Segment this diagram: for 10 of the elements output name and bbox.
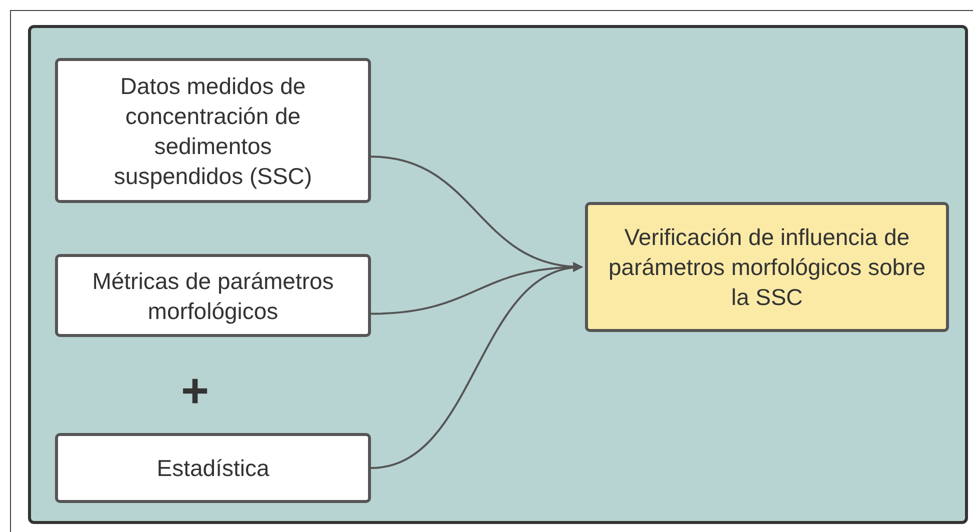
connector-arrow: [370, 264, 583, 469]
plus-sign: +: [181, 368, 210, 416]
input-box: [55, 433, 371, 503]
node-text: Datos medidos de concentración de sedimentos suspendidos (SSC): [112, 72, 314, 190]
node-text: Estadística: [156, 454, 270, 483]
result-box: [585, 202, 949, 332]
node-text: Verificación de influencia de parámetros morfológicos sobre la SSC: [607, 223, 927, 312]
node-text: Métricas de parámetros morfológicos: [91, 266, 335, 326]
input-box: [55, 58, 371, 203]
input-box: [55, 254, 371, 337]
